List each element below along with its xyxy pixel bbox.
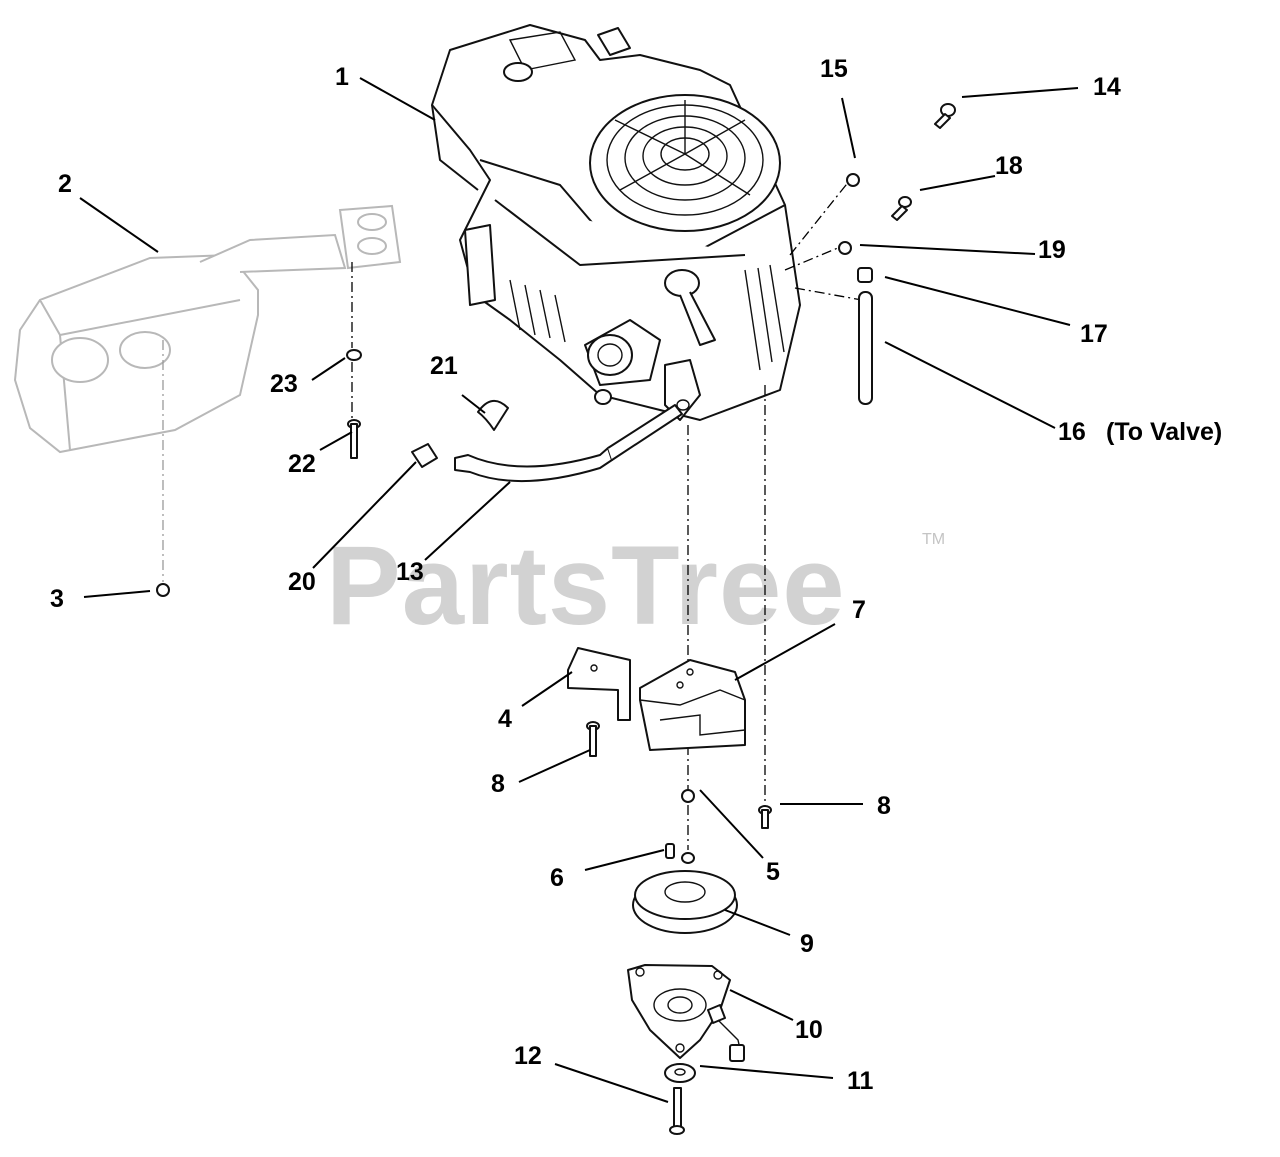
guard-part-7[interactable]: [639, 659, 746, 751]
callout-6: 6: [550, 864, 564, 892]
callout-19: 19: [1038, 236, 1066, 264]
bolt-part-22[interactable]: [347, 419, 361, 459]
bolt-part-14[interactable]: [934, 103, 956, 129]
callout-20: 20: [288, 568, 316, 596]
callout-17: 17: [1080, 320, 1108, 348]
washer-part-23[interactable]: [346, 349, 362, 361]
bolt-part-8-right[interactable]: [758, 805, 772, 829]
clutch-part-10[interactable]: [627, 964, 745, 1062]
callout-2: 2: [58, 170, 72, 198]
callout-21: 21: [430, 352, 458, 380]
callout-18: 18: [995, 152, 1023, 180]
callout-8-left: 8: [491, 770, 505, 798]
callout-9: 9: [800, 930, 814, 958]
callout-11: 11: [847, 1067, 874, 1095]
callout-16: 16: [1058, 418, 1086, 446]
callout-1: 1: [335, 63, 349, 91]
bolt-part-18[interactable]: [891, 196, 912, 221]
key-part-6[interactable]: [665, 843, 695, 864]
callout-14: 14: [1093, 73, 1121, 101]
callout-15: 15: [820, 55, 848, 83]
cap-part-17[interactable]: [857, 267, 873, 283]
watermark-trademark: TM: [922, 531, 945, 548]
bolt-part-12[interactable]: [669, 1087, 685, 1135]
callout-3: 3: [50, 585, 64, 613]
washer-part-15[interactable]: [846, 173, 860, 187]
callout-4: 4: [498, 705, 512, 733]
fitting-part-20[interactable]: [411, 443, 438, 468]
nut-part-3[interactable]: [156, 583, 170, 597]
washer-part-19[interactable]: [838, 241, 852, 255]
bracket-part-4[interactable]: [567, 647, 631, 721]
clamp-part-21[interactable]: [477, 400, 509, 431]
watermark: PartsTree: [326, 523, 846, 648]
tube-part-16[interactable]: [858, 291, 873, 405]
pulley-part-9[interactable]: [632, 870, 738, 934]
to-valve-note: (To Valve): [1106, 418, 1222, 446]
fuel-hose-part-13[interactable]: [454, 404, 683, 483]
washer-part-5[interactable]: [681, 789, 695, 803]
callout-13: 13: [396, 558, 424, 586]
callout-5: 5: [766, 858, 780, 886]
callout-12: 12: [514, 1042, 542, 1070]
callout-23: 23: [270, 370, 298, 398]
callout-8-right: 8: [877, 792, 891, 820]
bolt-part-8-left[interactable]: [586, 721, 600, 757]
washer-part-11[interactable]: [664, 1063, 696, 1083]
callout-10: 10: [795, 1016, 823, 1044]
callout-7: 7: [852, 596, 866, 624]
muffler-part[interactable]: [13, 204, 402, 454]
engine-part[interactable]: [431, 24, 801, 421]
callout-22: 22: [288, 450, 316, 478]
